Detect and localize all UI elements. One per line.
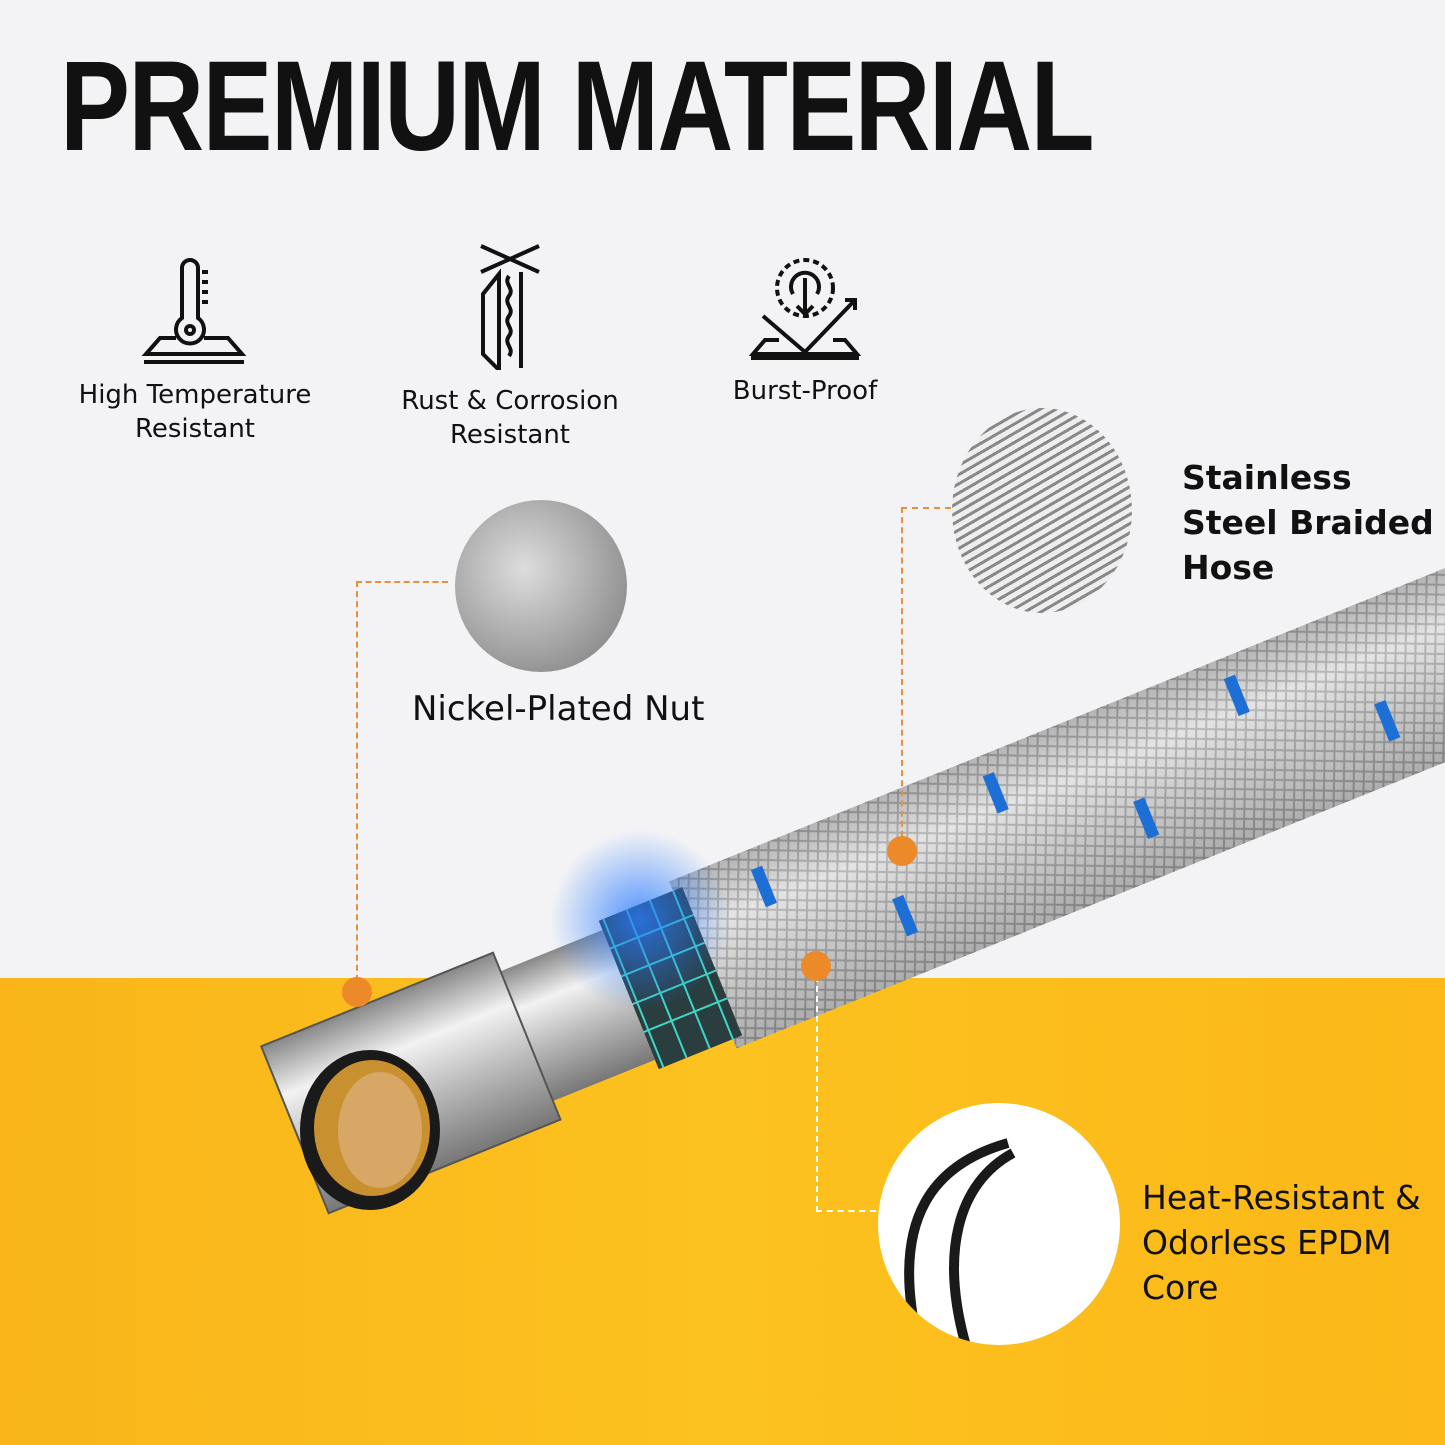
feature-label: Resistant [134, 414, 255, 444]
braid-marker-dot [887, 836, 917, 866]
feature-high-temperature: High Temperature Resistant [60, 258, 330, 446]
core-label-line: Heat-Resistant & [1142, 1178, 1421, 1217]
feature-rust-corrosion: Rust & Corrosion Resistant [380, 244, 640, 452]
nut-label: Nickel-Plated Nut [412, 689, 705, 729]
thermometer-icon [141, 258, 247, 364]
feature-label: Rust & Corrosion [401, 386, 619, 416]
braid-closeup-image [952, 408, 1132, 613]
braid-leader-line [901, 507, 951, 847]
core-leader-line [816, 966, 876, 1212]
core-label: Heat-Resistant & Odorless EPDM Core [1142, 1175, 1421, 1310]
feature-burst-proof: Burst-Proof [700, 250, 910, 408]
braid-label-line: Hose [1182, 548, 1275, 587]
braid-label-line: Steel Braided [1182, 503, 1434, 542]
corrosion-icon [480, 244, 540, 370]
nut-marker-dot [342, 977, 372, 1007]
nut-leader-line [356, 581, 448, 991]
core-closeup-image [878, 1103, 1120, 1345]
feature-label: Resistant [449, 420, 570, 450]
braid-label-line: Stainless [1182, 458, 1352, 497]
nut-closeup-image [455, 500, 627, 672]
feature-label: Burst-Proof [732, 376, 878, 406]
core-label-line: Core [1142, 1268, 1219, 1307]
core-marker-dot [801, 951, 831, 981]
burst-proof-icon [749, 258, 861, 360]
feature-label: High Temperature [78, 380, 312, 410]
epdm-tube-icon [904, 1138, 1016, 1345]
yellow-background-band [0, 978, 1445, 1445]
page-title: PREMIUM MATERIAL [60, 35, 1095, 178]
core-label-line: Odorless EPDM [1142, 1223, 1392, 1262]
braid-label: Stainless Steel Braided Hose [1182, 455, 1434, 590]
